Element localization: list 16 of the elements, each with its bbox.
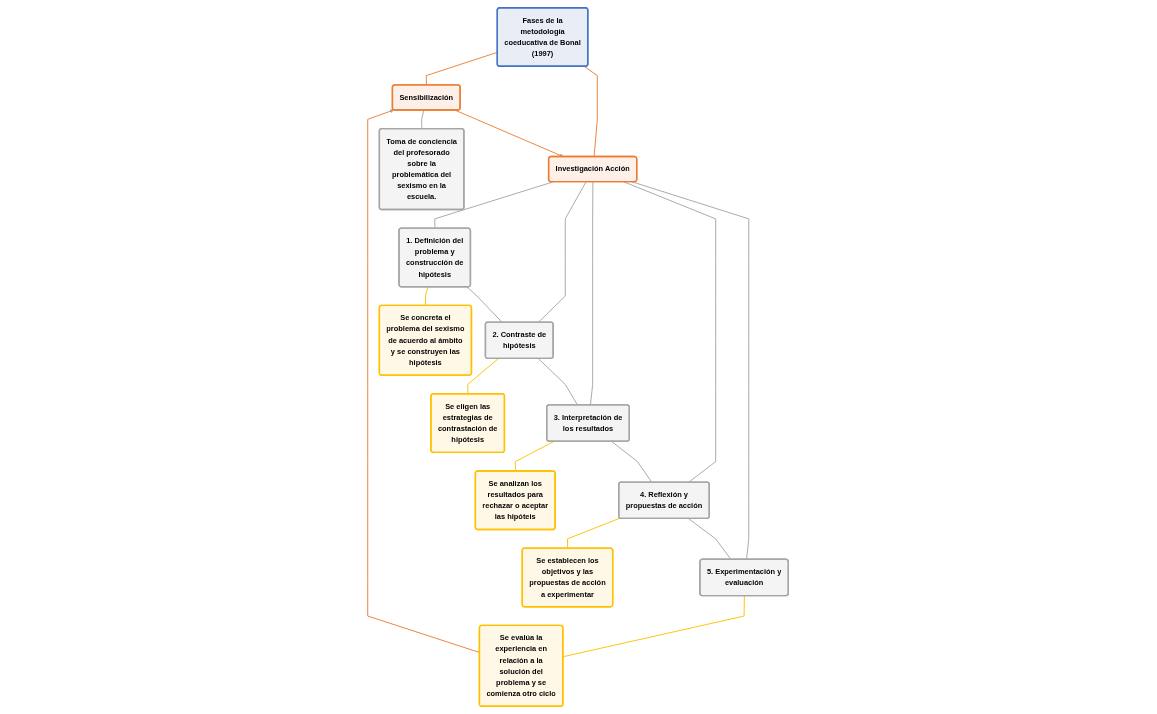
connector	[632, 181, 750, 560]
connector	[623, 181, 717, 483]
connector	[434, 181, 554, 229]
connector	[688, 518, 732, 560]
connector	[538, 358, 579, 406]
connector	[467, 286, 504, 323]
connector	[611, 440, 653, 483]
connector	[421, 109, 425, 130]
connector	[467, 358, 500, 395]
connector	[425, 286, 429, 307]
connector	[538, 181, 587, 323]
connector	[567, 517, 621, 549]
connector	[590, 181, 594, 406]
connector	[515, 440, 555, 472]
connector	[563, 595, 746, 658]
connector	[584, 66, 599, 158]
